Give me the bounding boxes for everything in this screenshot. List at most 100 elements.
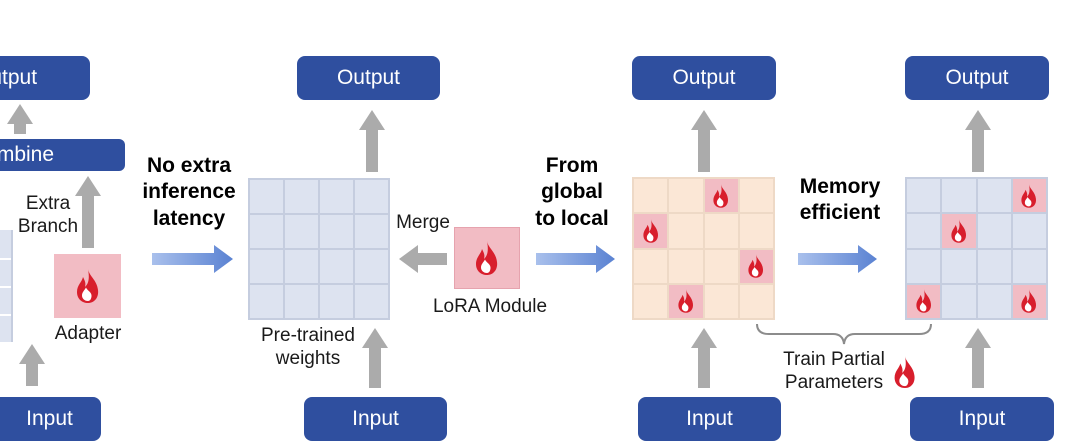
panel2-input-label: Input [352,407,399,430]
panel1-weights-grid [0,230,13,342]
train-partial-brace [756,323,932,345]
weight-cell [250,180,283,213]
panel2-merge-arrow [399,245,447,273]
weight-cell [320,180,353,213]
weight-cell [320,215,353,248]
weight-cell [704,249,738,283]
fire-icon [476,241,498,275]
panel2-pretrained-label: Pre-trained weights [261,325,355,369]
fire-icon [76,269,98,303]
weight-cell [704,284,738,318]
trainable-cell [942,214,976,248]
weight-cell [285,180,318,213]
weight-cell [942,284,976,318]
trainable-cell [704,179,738,213]
weight-cell [1012,249,1046,283]
panel1-output-label: Output [0,66,38,89]
trainable-cell [669,284,703,318]
panel2-output-box: Output [297,56,440,100]
panel1-output-box: Output [0,56,90,100]
panel2-merge-label: Merge [396,212,450,233]
weight-cell [634,249,668,283]
panel3-weights-grid [632,177,775,320]
fire-icon [678,289,693,314]
weight-cell [320,285,353,318]
panel1-combine-label: Combine [0,143,55,166]
panel3-input-label: Input [686,407,733,430]
panel4-output-label: Output [945,66,1009,89]
panel2-input-box: Input [304,397,447,441]
weight-cell [704,214,738,248]
weight-cell [739,179,773,213]
panel1-extra-branch-label: Extra Branch [17,193,79,237]
panel1-top-arrow [6,104,34,134]
panel4-input-box: Input [910,397,1054,441]
panel1-adapter-label: Adapter [54,323,122,344]
panel3-output-box: Output [632,56,776,100]
weight-cell [250,285,283,318]
weight-cell [634,284,668,318]
weight-cell [355,285,388,318]
trainable-cell [634,214,668,248]
weight-cell [669,214,703,248]
weight-cell [942,179,976,213]
panel1-bottom-arrow [18,344,46,386]
weight-cell [977,249,1011,283]
panel1-input-label: Input [26,407,73,430]
fire-icon [748,254,764,278]
panel3-output-label: Output [672,66,736,89]
panel2-lora-module-label: LoRA Module [432,296,548,317]
panel1-branch-arrow [74,176,102,248]
weight-cell [1012,214,1046,248]
fire-icon [894,355,915,389]
panel3-bottom-arrow [690,328,718,388]
transition1-label: No extra inference latency [142,154,236,230]
transition3-label: Memory efficient [799,175,881,225]
panel3-top-arrow [690,110,718,172]
weight-cell [634,179,668,213]
weight-cell [739,214,773,248]
weight-cell [977,179,1011,213]
trainable-cell [739,249,773,283]
weight-cell [977,284,1011,318]
panel4-input-label: Input [958,407,1006,430]
panel4-top-arrow [964,110,992,172]
panel4-weights-grid [905,177,1048,320]
weight-cell [669,249,703,283]
panel2-top-arrow [358,110,386,172]
transition1-arrow [152,245,233,273]
fire-icon [1021,183,1037,208]
trainable-cell [1012,179,1046,213]
weight-cell [977,214,1011,248]
weight-cell [285,215,318,248]
weight-cell [285,285,318,318]
trainable-cell [1012,284,1046,318]
panel2-bottom-arrow [361,328,389,388]
weight-cell [907,179,941,213]
fire-icon [916,289,931,314]
weight-cell [907,214,941,248]
weight-cell [907,249,941,283]
panel1-input-box: Input [0,397,101,441]
fire-icon [951,219,966,243]
panel4-output-box: Output [905,56,1049,100]
trainable-cell [907,284,941,318]
weight-cell [250,250,283,283]
transition3-arrow [798,245,877,273]
panel1-adapter-box [54,254,121,318]
transition2-label: From global to local [535,154,609,230]
weight-cell [355,250,388,283]
weight-cell [942,249,976,283]
weight-cell [739,284,773,318]
panel4-bottom-arrow [964,328,992,388]
panel2-weights-grid [248,178,390,320]
fire-icon [713,183,729,208]
weight-cell [250,215,283,248]
weight-cell [355,215,388,248]
weight-cell [285,250,318,283]
panel3-input-box: Input [638,397,781,441]
weight-cell [669,179,703,213]
panel2-output-label: Output [336,66,401,89]
panel2-lora-module-box [454,227,520,289]
fire-icon [1021,289,1037,314]
